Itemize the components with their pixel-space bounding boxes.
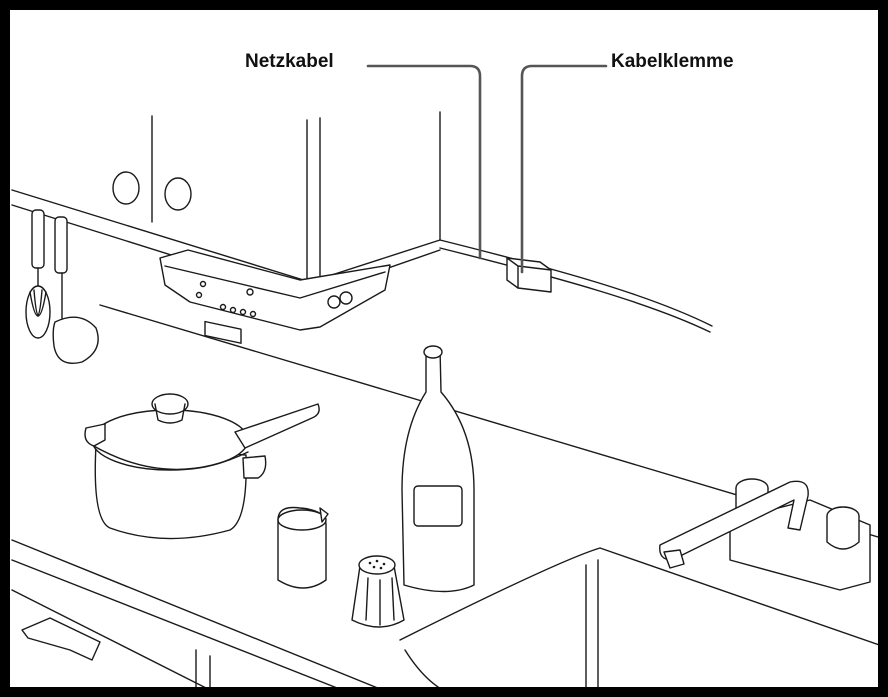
leader-lines	[366, 64, 608, 274]
cable-clamp-leader	[520, 64, 608, 274]
bottle-label	[413, 485, 463, 527]
radio-knob	[339, 291, 353, 305]
sink	[399, 547, 888, 697]
cable-clamp	[506, 257, 552, 293]
whisk	[25, 285, 51, 339]
faucet	[659, 478, 871, 591]
hanging-utensils	[25, 209, 99, 364]
countertop	[11, 304, 888, 697]
power-cord-leader	[366, 64, 482, 260]
cable-clamp-label: Kabelklemme	[611, 51, 734, 72]
power-cord	[439, 239, 713, 333]
cabinet-knob	[164, 177, 192, 211]
salt-shaker	[351, 555, 405, 628]
ladle	[52, 316, 99, 364]
power-cord-label: Netzkabel	[245, 51, 334, 72]
radio-knob	[327, 295, 341, 309]
wall-cabinets	[11, 111, 441, 298]
canister	[277, 506, 329, 589]
radio-display	[204, 320, 242, 344]
drawer-handle	[21, 617, 101, 661]
under-cabinet-radio	[159, 249, 391, 344]
wine-bottle	[401, 345, 475, 593]
faucet-spout	[659, 480, 809, 561]
lid-knob	[151, 393, 189, 415]
cabinet-knob	[112, 171, 140, 205]
pot-handle	[234, 403, 320, 449]
cooking-pot	[84, 393, 320, 540]
